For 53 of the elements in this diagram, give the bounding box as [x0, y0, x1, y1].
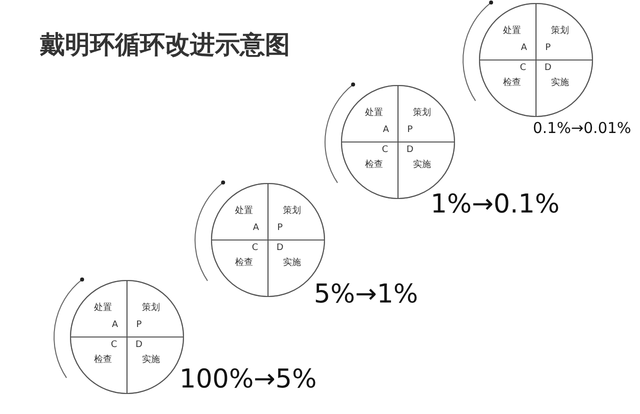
quadrant-sector	[479, 60, 536, 117]
phase-letter: C	[110, 341, 118, 351]
phase-letter: A	[112, 321, 118, 331]
phase-letter: D	[406, 146, 414, 156]
phase-name: 处置	[94, 304, 112, 314]
phase-letter: C	[382, 146, 388, 156]
rate-label: 100%→5%	[179, 366, 317, 394]
quadrant-sector	[70, 280, 127, 337]
phase-letter: D	[544, 64, 552, 74]
quadrant-sector	[127, 337, 184, 394]
phase-letter: C	[520, 64, 526, 74]
rate-label: 0.1%→0.01%	[532, 120, 632, 136]
diagram-title: 戴明环循环改进示意图	[40, 31, 290, 60]
phase-letter: P	[136, 321, 142, 331]
quadrant-sector	[127, 280, 184, 337]
phase-letter: A	[520, 44, 528, 54]
phase-letter: A	[252, 224, 260, 234]
phase-letter: P	[407, 126, 413, 136]
phase-name: 实施	[142, 356, 160, 366]
phase-letter: D	[136, 341, 142, 351]
quadrant-sector	[341, 85, 398, 142]
phase-letter: D	[276, 244, 284, 254]
phase-name: 实施	[283, 259, 301, 269]
phase-letter: A	[382, 126, 390, 136]
phase-name: 策划	[413, 109, 431, 119]
phase-name: 检查	[94, 356, 112, 366]
phase-name: 处置	[365, 109, 383, 119]
rate-label: 1%→0.1%	[430, 190, 560, 220]
phase-name: 检查	[503, 79, 521, 89]
phase-name: 检查	[365, 161, 383, 171]
phase-name: 实施	[413, 161, 431, 171]
quadrant-sector	[211, 240, 268, 297]
quadrant-sector	[341, 142, 398, 199]
phase-letter: C	[252, 244, 258, 254]
quadrant-sector	[211, 183, 268, 240]
phase-name: 策划	[283, 207, 301, 217]
phase-name: 处置	[503, 27, 521, 37]
phase-name: 检查	[235, 259, 253, 269]
quadrant-sector	[536, 3, 593, 60]
phase-name: 实施	[551, 79, 569, 89]
phase-name: 策划	[551, 27, 569, 37]
quadrant-sector	[479, 3, 536, 60]
quadrant-sector	[536, 60, 593, 117]
phase-name: 处置	[235, 207, 253, 217]
quadrant-sector	[398, 85, 455, 142]
quadrant-sector	[268, 183, 325, 240]
phase-letter: P	[277, 224, 283, 234]
quadrant-sector	[70, 337, 127, 394]
cycle-circle	[70, 280, 184, 394]
phase-letter: P	[545, 44, 551, 54]
phase-name: 策划	[142, 304, 160, 314]
cycle-circle	[479, 3, 593, 117]
rate-label: 5%→1%	[314, 280, 418, 310]
